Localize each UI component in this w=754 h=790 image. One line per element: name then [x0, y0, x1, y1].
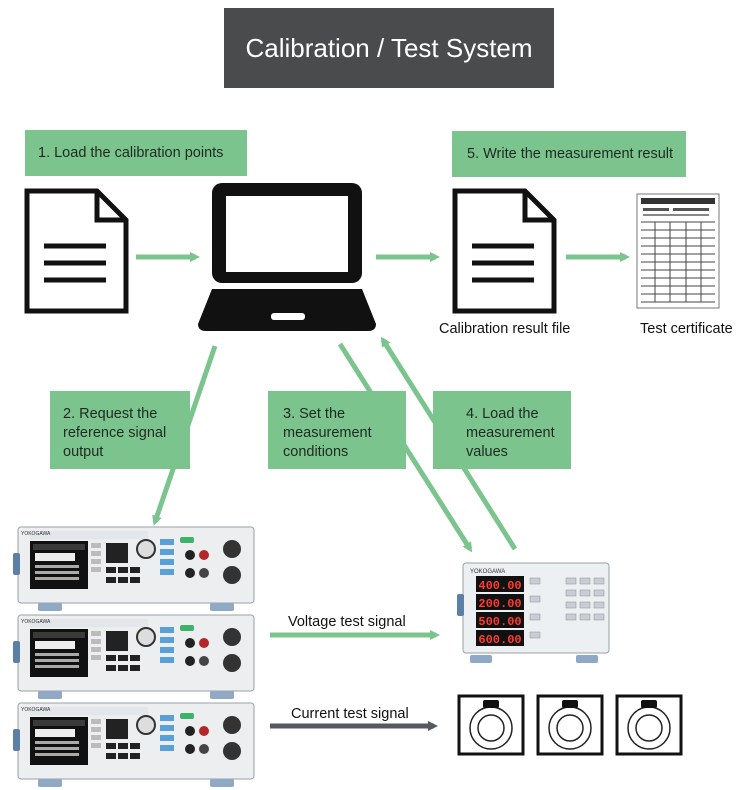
result-file-icon [452, 188, 557, 314]
meter-reading-4: 600.00 [478, 633, 521, 647]
step-2-label: 2. Request the reference signal output [50, 391, 190, 469]
step-2-text: 2. Request the reference signal output [63, 406, 167, 460]
diagram-title: Calibration / Test System [224, 8, 554, 88]
arrow-set-conditions [337, 342, 473, 553]
document-icon [24, 188, 129, 314]
certificate-caption: Test certificate [640, 321, 733, 337]
step-3-text: 3. Set the measurement conditions [283, 406, 372, 460]
meter-reading-1: 400.00 [478, 579, 521, 593]
step-5-label: 5. Write the measurement result [452, 131, 686, 177]
arrow-request-reference [152, 345, 218, 526]
calibrator-brand-2: YOKOGAWA [21, 619, 51, 625]
certificate-icon [636, 193, 720, 309]
calibrator-brand-1: YOKOGAWA [21, 531, 51, 537]
calibrator-brand-3: YOKOGAWA [21, 707, 51, 713]
voltage-signal-label: Voltage test signal [288, 614, 406, 630]
step-3-label: 3. Set the measurement conditions [268, 391, 406, 469]
meter-reading-2: 200.00 [478, 597, 521, 611]
current-signal-label: Current test signal [291, 706, 409, 722]
meter-reading-3: 500.00 [478, 615, 521, 629]
meter-brand: YOKOGAWA [470, 569, 505, 575]
arrow-load-values [380, 336, 518, 551]
current-sensor-icon [457, 694, 683, 756]
step-1-text: 1. Load the calibration points [38, 144, 224, 161]
result-file-caption: Calibration result file [439, 321, 571, 337]
power-meter-icon: YOKOGAWA 400.00 200.00 500.00 600.00 [457, 562, 610, 663]
step-1-label: 1. Load the calibration points [25, 130, 247, 176]
laptop-icon [198, 183, 376, 331]
calibrator-icon: YOKOGAWA YOKOGAWA YOKOGAWA [12, 526, 255, 788]
step-4-text: 4. Load the measurement values [466, 406, 555, 460]
step-5-text: 5. Write the measurement result [467, 145, 674, 162]
